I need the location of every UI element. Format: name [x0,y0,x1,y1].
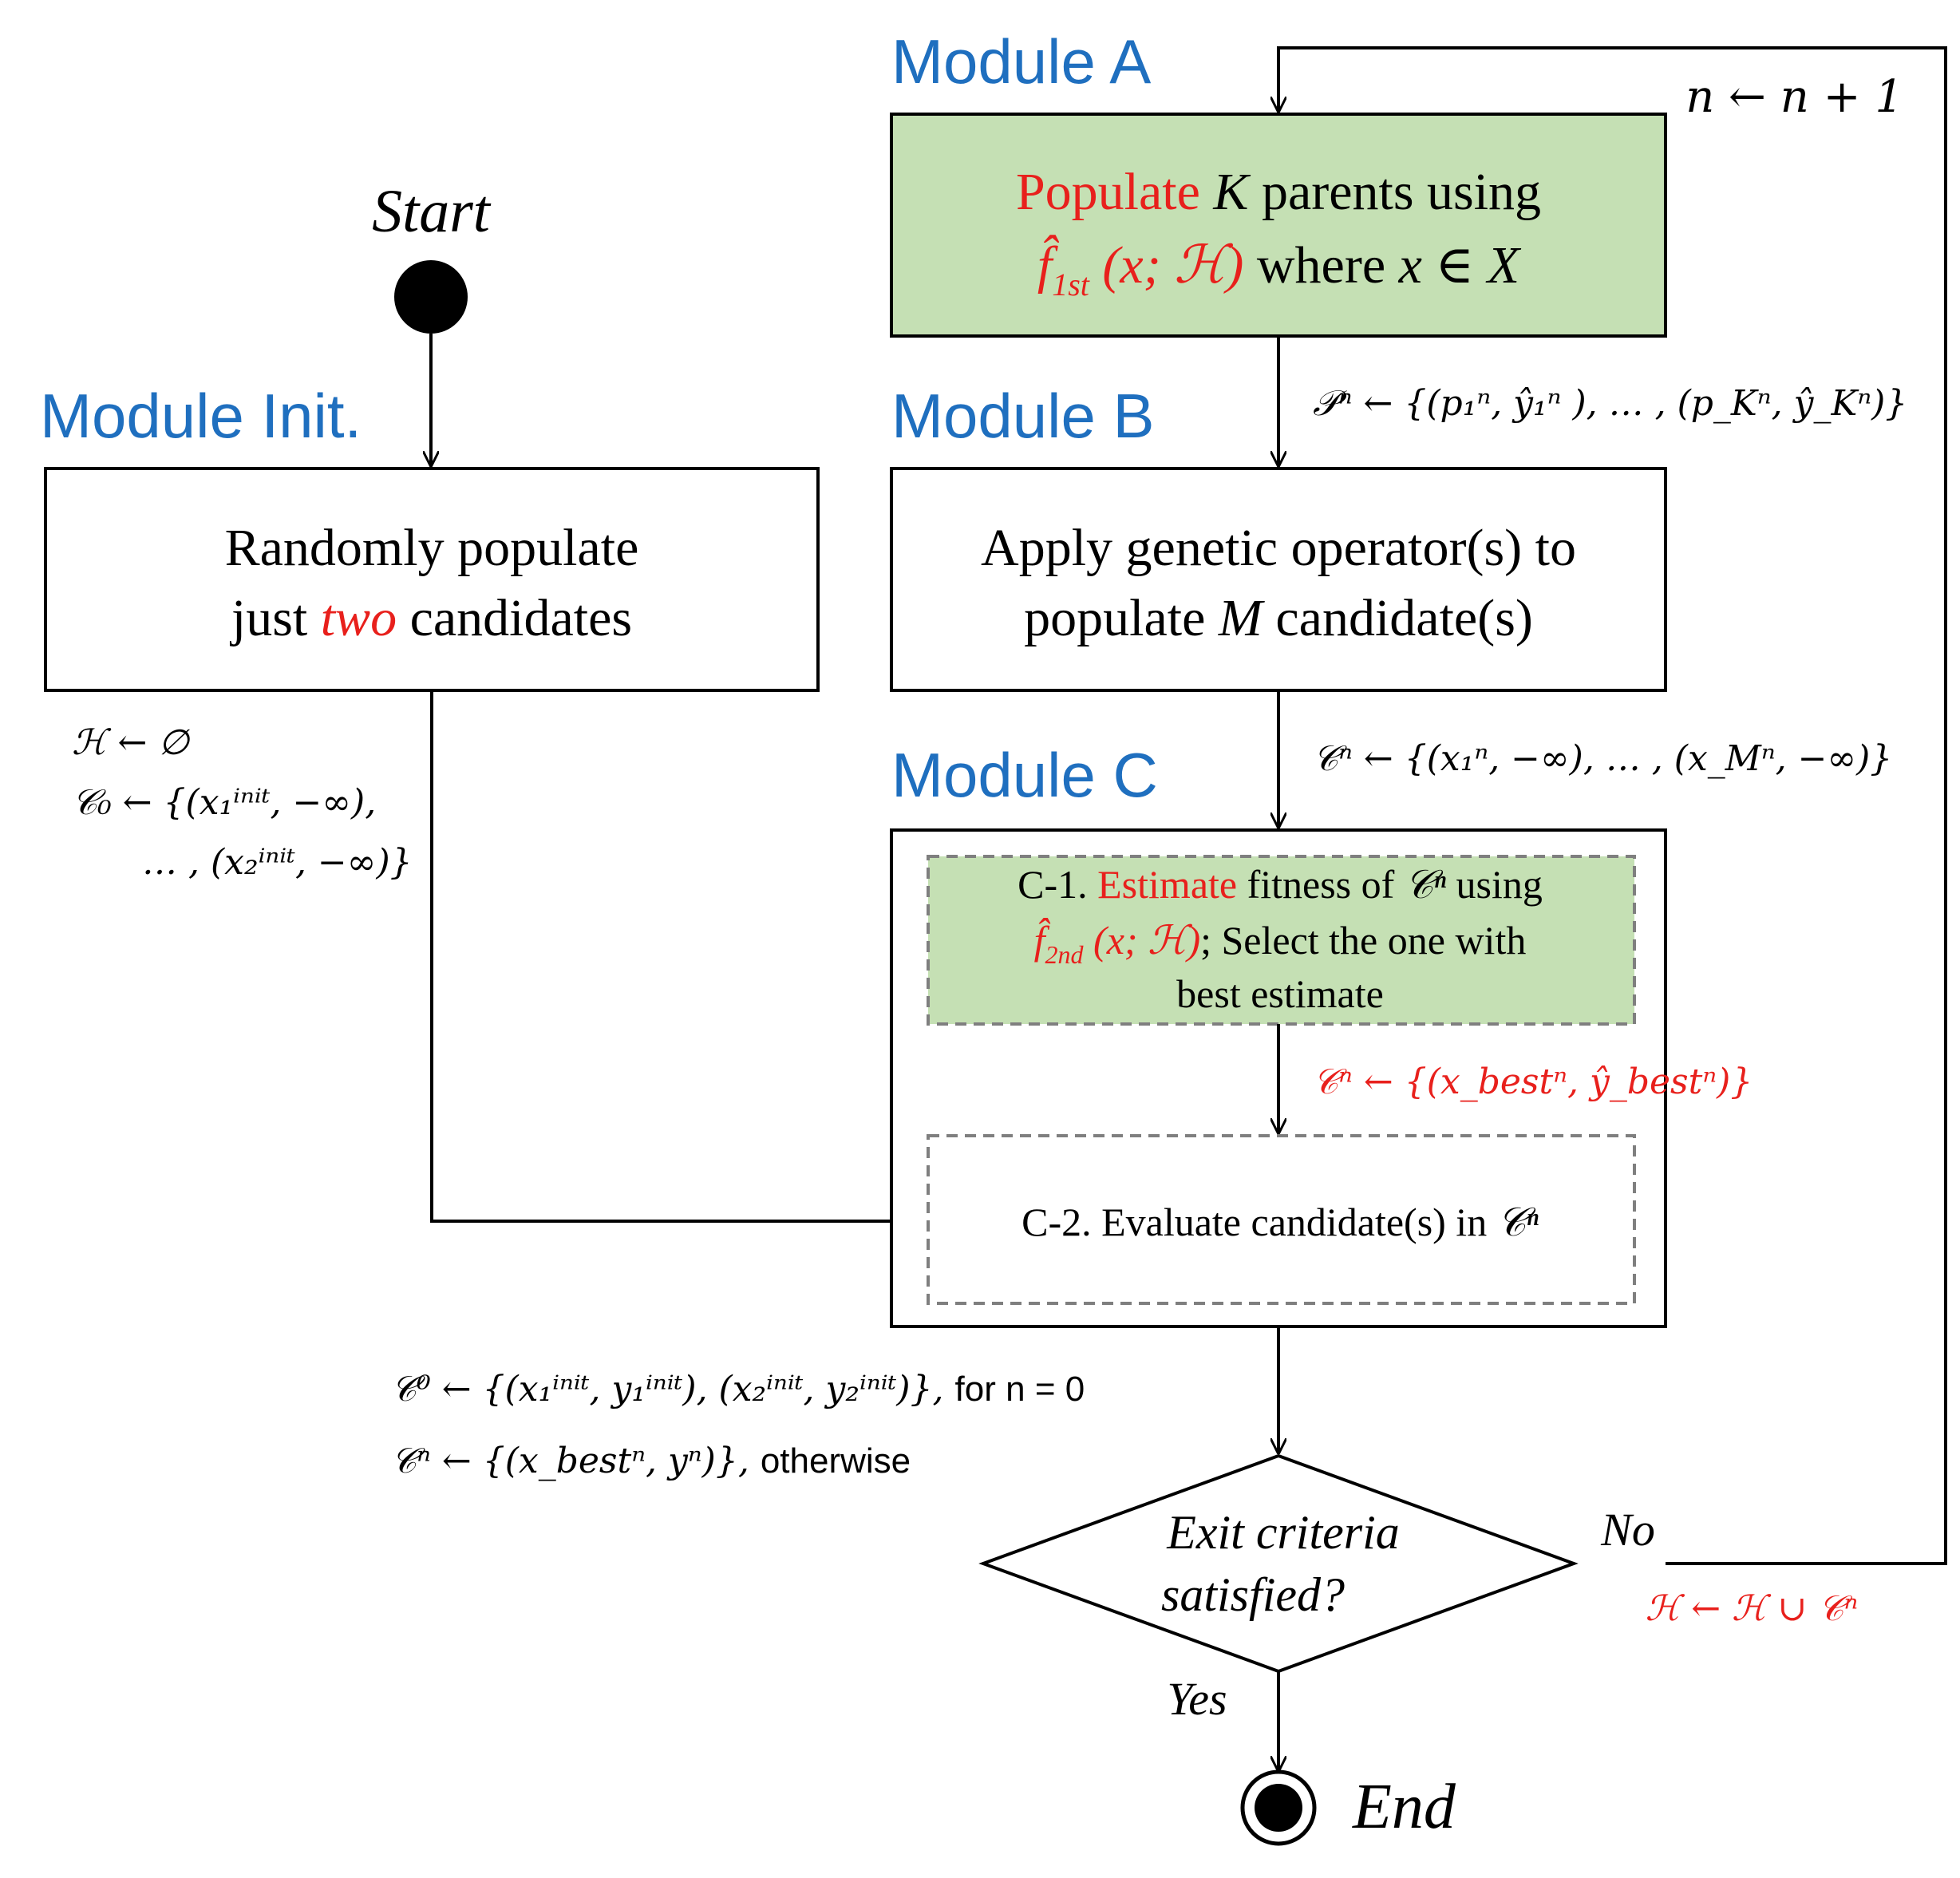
module-init-line2-pre: just [230,589,321,647]
module-b-m: M [1218,589,1266,647]
module-a-domain: x ∈ X [1398,236,1522,295]
h-update-annotation: ℋ ← ℋ ∪ 𝒞ⁿ [1646,1588,1859,1629]
module-b-line1: Apply genetic operator(s) to [981,519,1576,577]
n-increment-annotation: n ← n + 1 [1685,71,1903,123]
c1-line1: C-1. Estimate fitness of 𝒞ⁿ using [1018,862,1543,907]
module-b-line2-post: candidate(s) [1263,589,1533,647]
module-init-box [44,467,820,692]
module-a-f1-sub: 1st [1052,267,1090,302]
c2-label: C-2. Evaluate candidate(s) in [1021,1200,1497,1244]
module-c-title: Module C [891,740,1158,810]
start-label: Start [372,178,492,245]
c-set-annotation: 𝒞ⁿ ← {(x₁ⁿ, −∞), … , (x_Mⁿ, −∞)} [1313,738,1892,779]
decision-yes-label: Yes [1167,1673,1227,1725]
cn-eval-condition: otherwise [761,1441,911,1481]
module-b-box [890,467,1667,692]
c1-line3: best estimate [1176,971,1384,1016]
end-node [1255,1784,1302,1832]
h-init-annotation: ℋ ← ∅ [72,722,190,763]
c-best-annotation: 𝒞ⁿ ← {(x_bestⁿ, ŷ_bestⁿ)} [1313,1062,1753,1102]
module-init-line2: just two candidates [230,589,632,647]
module-b-line2: populate M candidate(s) [1024,589,1533,647]
c0-init-annotation-line1: 𝒞₀ ← {(x₁ⁱⁿⁱᵗ, −∞), [72,782,376,823]
p-set-annotation: 𝒫ⁿ ← {(p₁ⁿ, ŷ₁ⁿ ), … , (p_Kⁿ, ŷ_Kⁿ)} [1313,383,1907,424]
c1-prefix: C-1. [1018,862,1097,907]
module-a-k: K [1212,163,1251,221]
end-label: End [1352,1772,1456,1842]
c1-line2: f̂2nd (x; ℋ); Select the one with [1034,917,1527,969]
module-a-where: where [1243,236,1398,295]
module-a-line2: f̂1st (x; ℋ) where x ∈ X [1037,235,1522,302]
c1-fitness-of: fitness of [1237,862,1405,907]
c1-using: using [1446,862,1543,907]
module-a-box [890,113,1667,338]
cn-eval-formula: 𝒞ⁿ ← {(x_bestⁿ, yⁿ)}, [391,1441,761,1481]
c1-box [927,855,1636,1026]
decision-no-label: No [1600,1504,1655,1556]
module-init-line2-post: candidates [397,589,632,647]
decision-diamond [978,1453,1579,1674]
c1-estimate: Estimate [1097,862,1237,907]
module-a-f1-args: (x; ℋ) [1089,236,1243,295]
module-init-two: two [321,589,397,647]
module-b-title: Module B [891,381,1155,451]
c2-text: C-2. Evaluate candidate(s) in 𝒞ⁿ [1021,1200,1539,1244]
module-init-line1: Randomly populate [225,519,639,577]
module-a-populate: Populate [1016,163,1213,221]
module-b-line2-pre: populate [1024,589,1219,647]
c0-eval-annotation: 𝒞⁰ ← {(x₁ⁱⁿⁱᵗ, y₁ⁱⁿⁱᵗ), (x₂ⁱⁿⁱᵗ, y₂ⁱⁿⁱᵗ)… [391,1369,1085,1409]
c0-eval-condition: for n = 0 [955,1370,1085,1409]
module-a-title: Module A [891,26,1151,97]
c1-f2-sub: 2nd [1045,940,1085,969]
c0-init-annotation-line2: … , (x₂ⁱⁿⁱᵗ, −∞)} [142,842,413,883]
module-init-title: Module Init. [40,381,362,451]
c0-eval-formula: 𝒞⁰ ← {(x₁ⁱⁿⁱᵗ, y₁ⁱⁿⁱᵗ), (x₂ⁱⁿⁱᵗ, y₂ⁱⁿⁱᵗ)… [391,1369,955,1409]
arrow-init-to-c2 [430,690,928,1221]
start-node [394,260,468,334]
c1-select: ; Select the one with [1200,918,1526,963]
module-a-line1: Populate K parents using [1016,163,1541,221]
decision-line2: satisfied? [1161,1568,1345,1621]
c2-box [927,1134,1636,1305]
c1-set: 𝒞ⁿ [1405,862,1446,907]
c2-set: 𝒞ⁿ [1497,1200,1539,1244]
cn-eval-annotation: 𝒞ⁿ ← {(x_bestⁿ, yⁿ)}, otherwise [391,1441,911,1481]
module-a-line1-rest: parents using [1248,163,1541,221]
decision-line1: Exit criteria [1166,1506,1400,1559]
arrow-loop-back [1278,46,1947,1565]
c1-f2-args: (x; ℋ) [1084,918,1201,963]
